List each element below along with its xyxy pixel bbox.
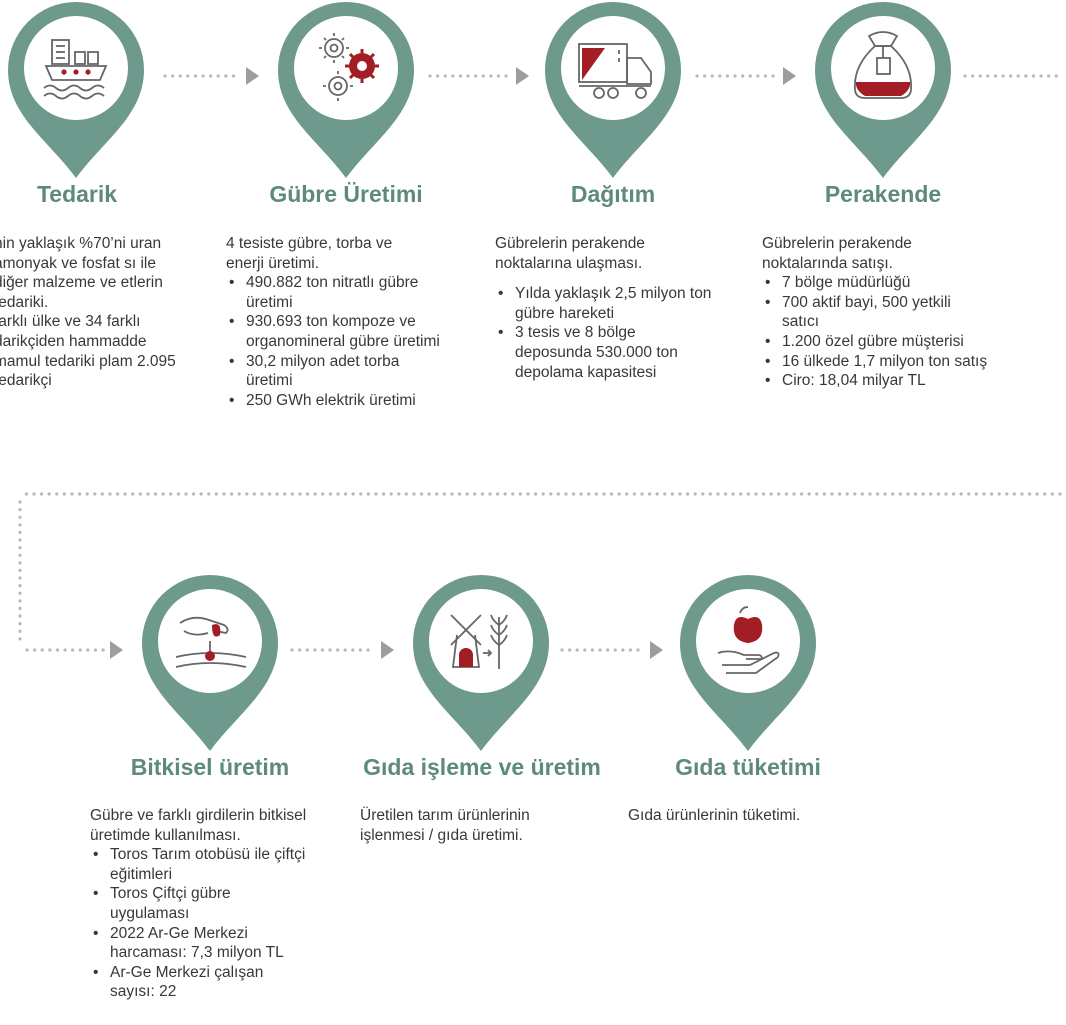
stage-list: 7 bölge müdürlüğü 700 aktif bayi, 500 ye… [762, 273, 1032, 391]
stage-tail: farklı ülke ve 34 farklı darikçiden hamm… [0, 313, 176, 390]
stage-intro: Gübrelerin perakende noktalarına ulaşmas… [495, 235, 645, 272]
stage-desc-distribution: Gübrelerin perakende noktalarına ulaşmas… [495, 234, 735, 382]
stage-intro: nin yaklaşık %70’ni uran amonyak ve fosf… [0, 235, 163, 311]
list-item: 7 bölge müdürlüğü [762, 273, 1032, 293]
list-item: 3 tesis ve 8 bölge deposunda 530.000 ton… [495, 323, 727, 382]
stage-pin-fertilizer-production [276, 0, 416, 180]
list-item: Ciro: 18,04 milyar TL [762, 371, 1032, 391]
arrow-icon [110, 641, 123, 659]
stage-pin-supply [6, 0, 146, 180]
list-item: Toros Çiftçi gübre uygulaması [90, 884, 312, 923]
list-item: 700 aktif bayi, 500 yetkili satıcı [762, 293, 1032, 332]
fertilizer-bag-icon [853, 31, 913, 99]
stage-pin-food-processing [411, 573, 551, 753]
gears-icon [319, 33, 353, 101]
stage-intro: Gıda ürünlerinin tüketimi. [628, 807, 801, 824]
stage-title-fertilizer-production: Gübre Üretimi [269, 181, 423, 207]
stage-desc-fertilizer-production: 4 tesiste gübre, torba ve enerji üretimi… [226, 234, 458, 410]
windmill-wheat-icon [450, 614, 508, 669]
stage-list: Yılda yaklaşık 2,5 milyon ton gübre hare… [495, 284, 727, 382]
stage-desc-food-consumption: Gıda ürünlerinin tüketimi. [628, 806, 848, 826]
list-item: 490.882 ton nitratlı gübre üretimi [226, 273, 454, 312]
stage-list: Toros Tarım otobüsü ile çiftçi eğitimler… [90, 845, 312, 1002]
stage-title-retail: Perakende [824, 181, 942, 207]
truck-icon [578, 43, 652, 99]
stage-desc-retail: Gübrelerin perakende noktalarında satışı… [762, 234, 1037, 391]
stage-title-distribution: Dağıtım [570, 181, 656, 207]
stage-title-crop-production: Bitkisel üretim [130, 754, 290, 780]
stage-list: 490.882 ton nitratlı gübre üretimi 930.6… [226, 273, 454, 410]
stage-desc-food-processing: Üretilen tarım ürünlerinin işlenmesi / g… [360, 806, 575, 845]
list-item: 2022 Ar-Ge Merkezi harcaması: 7,3 milyon… [90, 924, 312, 963]
stage-intro: Gübrelerin perakende noktalarında satışı… [762, 235, 912, 272]
arrow-icon [246, 67, 259, 85]
stage-pin-food-consumption [678, 573, 818, 753]
list-item: 16 ülkede 1,7 milyon ton satış [762, 352, 1032, 372]
arrow-icon [516, 67, 529, 85]
list-item: Yılda yaklaşık 2,5 milyon ton gübre hare… [495, 284, 727, 323]
list-item: Toros Tarım otobüsü ile çiftçi eğitimler… [90, 845, 312, 884]
list-item: 930.693 ton kompoze ve organomineral güb… [226, 312, 454, 351]
stage-desc-crop-production: Gübre ve farklı girdilerin bitkisel üret… [90, 806, 345, 1002]
apple-hand-icon [717, 606, 780, 674]
stage-intro: Gübre ve farklı girdilerin bitkisel üret… [90, 807, 307, 844]
list-item: 250 GWh elektrik üretimi [226, 391, 454, 411]
arrow-icon [650, 641, 663, 659]
stage-pin-retail [813, 0, 953, 180]
ship-icon [43, 39, 108, 100]
stage-intro: Üretilen tarım ürünlerinin işlenmesi / g… [360, 807, 530, 844]
stage-intro: 4 tesiste gübre, torba ve enerji üretimi… [226, 235, 393, 272]
stage-title-food-processing: Gıda işleme ve üretim [363, 754, 601, 780]
list-item: Ar-Ge Merkezi çalışan sayısı: 22 [90, 963, 312, 1002]
stage-title-food-consumption: Gıda tüketimi [675, 754, 821, 780]
stage-title-supply: Tedarik [36, 181, 118, 207]
stage-pin-distribution [543, 0, 683, 180]
list-item: 1.200 özel gübre müşterisi [762, 332, 1032, 352]
stage-desc-supply: nin yaklaşık %70’ni uran amonyak ve fosf… [0, 234, 204, 391]
arrow-icon [381, 641, 394, 659]
stage-pin-crop-production [140, 573, 280, 753]
list-item: 30,2 milyon adet torba üretimi [226, 352, 454, 391]
arrow-icon [783, 67, 796, 85]
